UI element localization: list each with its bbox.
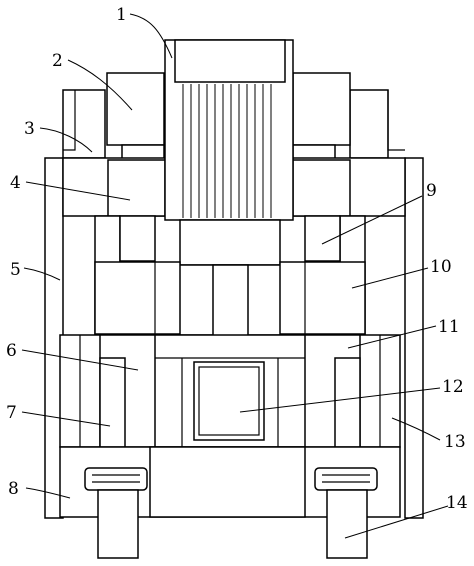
label-5: 5 [10, 260, 21, 280]
label-3: 3 [24, 119, 35, 139]
leader-2 [67, 59, 133, 111]
leader-4 [25, 181, 131, 201]
cooling-fins [182, 84, 272, 218]
leader-10 [351, 267, 429, 289]
leader-11 [347, 325, 437, 349]
label-8: 8 [8, 479, 19, 499]
outer-frame [44, 89, 424, 519]
part-labels: 1 2 3 4 5 6 7 8 9 10 11 12 13 14 [6, 5, 468, 513]
leader-8 [25, 487, 71, 499]
upper-side-boxes [106, 72, 351, 161]
label-6: 6 [6, 341, 17, 361]
leader-7 [21, 411, 111, 427]
label-2: 2 [52, 51, 63, 71]
leader-6 [21, 349, 139, 371]
label-13: 13 [444, 432, 466, 452]
label-4: 4 [10, 173, 21, 193]
label-1: 1 [116, 5, 127, 25]
label-14: 14 [446, 493, 468, 513]
leader-12 [239, 387, 441, 413]
label-12: 12 [442, 377, 464, 397]
label-7: 7 [6, 403, 17, 423]
feet [84, 467, 378, 559]
guide-blocks [94, 261, 366, 335]
leader-1 [129, 13, 173, 59]
label-9: 9 [426, 181, 437, 201]
central-box [193, 361, 265, 441]
leader-13 [391, 417, 441, 441]
label-11: 11 [438, 317, 460, 337]
leader-5 [23, 267, 61, 281]
leader-3 [39, 127, 93, 153]
leader-lines [21, 13, 449, 539]
top-motor [164, 39, 294, 221]
leader-9 [321, 195, 423, 245]
label-10: 10 [430, 257, 452, 277]
leader-14 [344, 505, 449, 539]
